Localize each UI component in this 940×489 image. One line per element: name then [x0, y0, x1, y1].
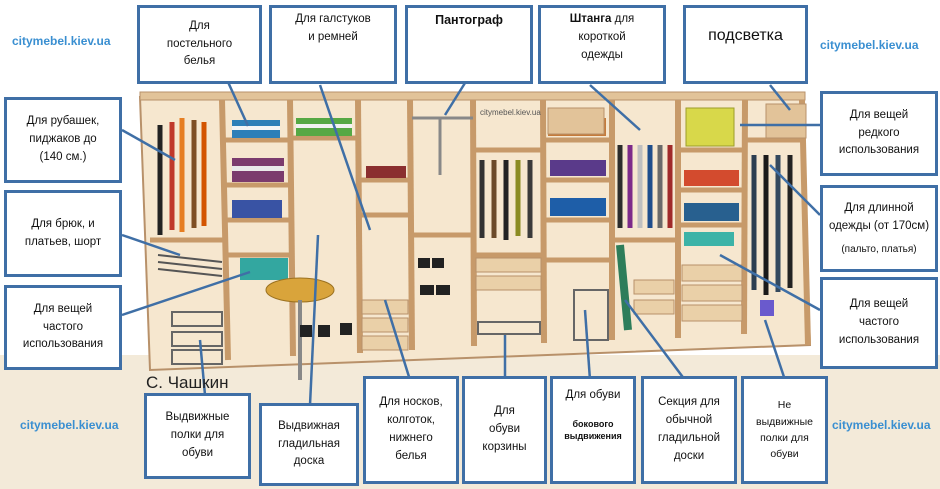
- signature: С. Чашкин: [146, 373, 229, 392]
- label-pullout-shoe-shelves: Выдвижные полки для обуви: [144, 393, 251, 479]
- label-trousers-dresses: Для брюк, и платьев, шорт: [4, 190, 122, 277]
- watermark-top-left: citymebel.kiev.ua: [12, 34, 111, 48]
- label-pullout-ironing-board: Выдвижная гладильная доска: [259, 403, 359, 486]
- label-side-shoes-sub: бокового выдвижения: [564, 418, 622, 441]
- label-rod-short-clothes: Штанга для короткой одежды: [538, 5, 666, 84]
- label-frequent-use-left: Для вещей частого использования: [4, 285, 122, 370]
- label-shoe-baskets: Для обуви корзины: [462, 376, 547, 484]
- label-rod-rest: для короткой одежды: [578, 13, 635, 61]
- label-lighting: подсветка: [683, 5, 808, 84]
- watermark-bottom-right: citymebel.kiev.ua: [832, 418, 931, 432]
- label-rod-bold: Штанга: [569, 13, 612, 25]
- watermark-cabinet: citymebel.kiev.ua: [480, 108, 541, 117]
- label-ties-belts: Для галстуков и ремней: [269, 5, 397, 84]
- watermark-top-right: citymebel.kiev.ua: [820, 38, 919, 52]
- label-bedding: Для постельного белья: [137, 5, 262, 84]
- label-side-pullout-shoes: Для обуви бокового выдвижения: [550, 376, 636, 484]
- watermark-bottom-left: citymebel.kiev.ua: [20, 418, 119, 432]
- label-fixed-shoe-shelves: Не выдвижные полки для обуви: [741, 376, 828, 484]
- label-pantograph: Пантограф: [405, 5, 533, 84]
- label-rare-use: Для вещей редкого использования: [820, 91, 938, 176]
- label-long-clothes-main: Для длинной одежды (от 170см): [828, 201, 930, 232]
- label-side-shoes-main: Для обуви: [565, 389, 621, 401]
- label-long-clothes-sub: (пальто, платья): [841, 243, 917, 255]
- label-socks-underwear: Для носков, колготок, нижнего белья: [363, 376, 459, 484]
- label-long-clothes: Для длинной одежды (от 170см) (пальто, п…: [820, 185, 938, 272]
- label-ironing-board-section: Секция для обычной гладильной доски: [641, 376, 737, 484]
- label-frequent-use-right: Для вещей частого использования: [820, 277, 938, 369]
- label-shirts-jackets: Для рубашек, пиджаков до (140 см.): [4, 97, 122, 183]
